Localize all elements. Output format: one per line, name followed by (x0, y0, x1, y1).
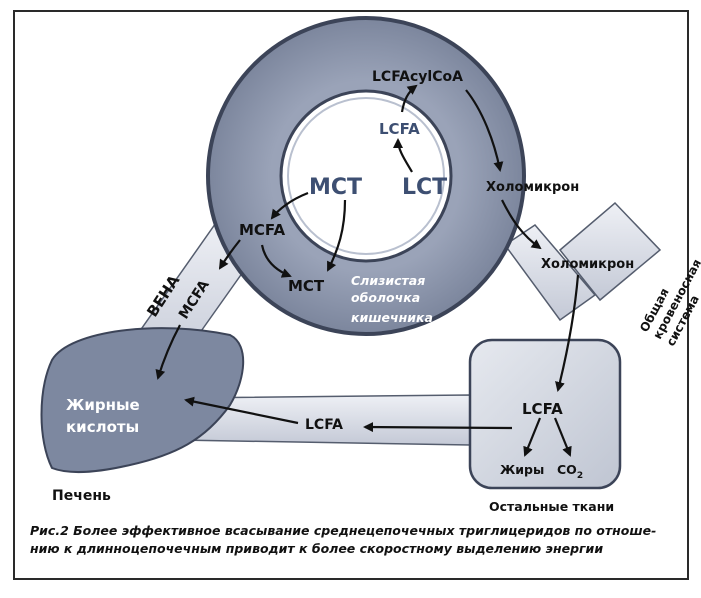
label-co2: CO2 (557, 462, 583, 481)
label-liver: Печень (52, 488, 111, 504)
caption-line-1: Рис.2 Более эффективное всасывание средн… (30, 523, 657, 538)
label-lcfacylcoa: LCFAcylCoA (372, 69, 463, 85)
arrow-mct-to-mcfa (270, 191, 309, 220)
label-co2-sub: 2 (577, 471, 583, 481)
arrow-mcfa-to-mct (260, 244, 292, 278)
mucosa-line-3: кишечника (351, 310, 433, 325)
label-liver-text: Жирные кислоты (66, 396, 140, 436)
liver-text-line-2: кислоты (66, 418, 139, 436)
label-lcfa-tissue: LCFA (522, 400, 563, 418)
label-other-tissues: Остальные ткани (489, 499, 614, 514)
mucosa-line-2: оболочка (351, 290, 420, 305)
arrow-vein-to-liver (155, 324, 181, 380)
label-lcfa-inner: LCFA (379, 120, 420, 138)
tissue-box (468, 338, 622, 490)
label-mucosa: Слизистая оболочка кишечника (351, 273, 433, 325)
arrows (155, 84, 580, 457)
arrow-lcfa-to-fats (523, 417, 542, 457)
arrow-return-to-liver (184, 396, 299, 425)
label-fats: Жиры (500, 462, 544, 477)
label-mct-inner: MCT (309, 175, 362, 200)
label-mcfa-ring: MCFA (239, 221, 285, 239)
label-mct-ring: MCT (288, 277, 325, 295)
arrow-lcfa-to-acylcoa (400, 84, 418, 113)
arrow-mcfa-to-vein (218, 239, 241, 270)
arrow-lct-to-lcfa (393, 138, 413, 173)
label-circulation: Общая кровеносная система (637, 257, 701, 349)
arrow-chylo-to-lcfa (555, 274, 580, 392)
figure-caption: Рис.2 Более эффективное всасывание средн… (30, 522, 680, 558)
liver-shape (40, 327, 245, 473)
caption-line-2: нию к длинноцепочечным приводит к более … (30, 541, 604, 556)
arrow-chylo-to-chylo (501, 199, 542, 250)
arrow-lcfa-to-co2 (553, 417, 572, 457)
arrow-acylcoa-to-chylo (465, 89, 504, 172)
liver-text-line-1: Жирные (66, 396, 140, 414)
label-chylomicron-2: Холомикрон (541, 257, 634, 272)
mucosa-line-1: Слизистая (351, 273, 425, 288)
upper-right-vessel (503, 201, 662, 322)
intestine-ring (206, 16, 526, 336)
arrow-mct-to-mct (327, 199, 347, 272)
label-chylomicron-1: Холомикрон (486, 180, 579, 195)
label-lct-inner: LCT (402, 175, 447, 200)
arrow-lcfa-return (363, 422, 513, 433)
label-lcfa-return: LCFA (305, 417, 343, 433)
